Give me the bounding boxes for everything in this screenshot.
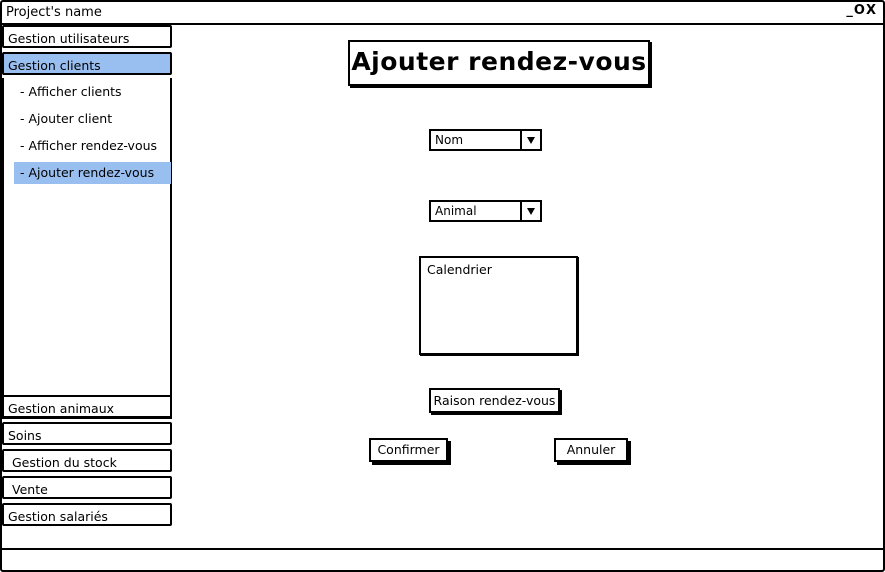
calendar-widget[interactable]: Calendrier — [419, 256, 578, 355]
confirm-button[interactable]: Confirmer — [369, 438, 448, 462]
sidebar-item-gestion-clients[interactable]: Gestion clients — [2, 52, 172, 75]
chevron-down-icon[interactable] — [520, 131, 540, 149]
sidebar-subitem-ajouter-client[interactable]: - Ajouter client — [20, 111, 113, 126]
sidebar-subitem-ajouter-rendez-vous[interactable]: - Ajouter rendez-vous — [14, 162, 171, 184]
calendar-label: Calendrier — [427, 262, 492, 277]
sidebar-item-gestion-du-stock[interactable]: Gestion du stock — [2, 449, 172, 472]
sidebar-item-vente[interactable]: Vente — [2, 476, 172, 499]
title-bar: Project's name _OX — [2, 2, 883, 25]
maximize-icon[interactable]: O — [853, 3, 866, 18]
reason-field[interactable]: Raison rendez-vous — [429, 388, 560, 413]
minimize-icon[interactable]: _ — [846, 3, 854, 18]
animal-select-value: Animal — [435, 204, 477, 218]
close-icon[interactable]: X — [865, 3, 877, 18]
sidebar-subitem-afficher-clients[interactable]: - Afficher clients — [20, 84, 122, 99]
sidebar-subpanel: - Afficher clients - Ajouter client - Af… — [2, 78, 172, 419]
chevron-down-icon[interactable] — [520, 202, 540, 220]
sidebar-subitem-afficher-rendez-vous[interactable]: - Afficher rendez-vous — [20, 138, 158, 153]
page-title: Ajouter rendez-vous — [348, 40, 650, 86]
animal-select[interactable]: Animal — [429, 200, 542, 222]
cancel-button[interactable]: Annuler — [554, 438, 628, 462]
window-controls: _OX — [846, 3, 877, 18]
nom-select[interactable]: Nom — [429, 129, 542, 151]
window-title: Project's name — [6, 5, 102, 20]
status-bar — [2, 548, 883, 570]
sidebar-item-gestion-salaries[interactable]: Gestion salariés — [2, 503, 172, 526]
sidebar-item-gestion-animaux[interactable]: Gestion animaux — [2, 395, 172, 418]
sidebar-item-soins[interactable]: Soins — [2, 422, 172, 445]
sidebar-item-gestion-utilisateurs[interactable]: Gestion utilisateurs — [2, 25, 172, 48]
nom-select-value: Nom — [435, 133, 464, 147]
